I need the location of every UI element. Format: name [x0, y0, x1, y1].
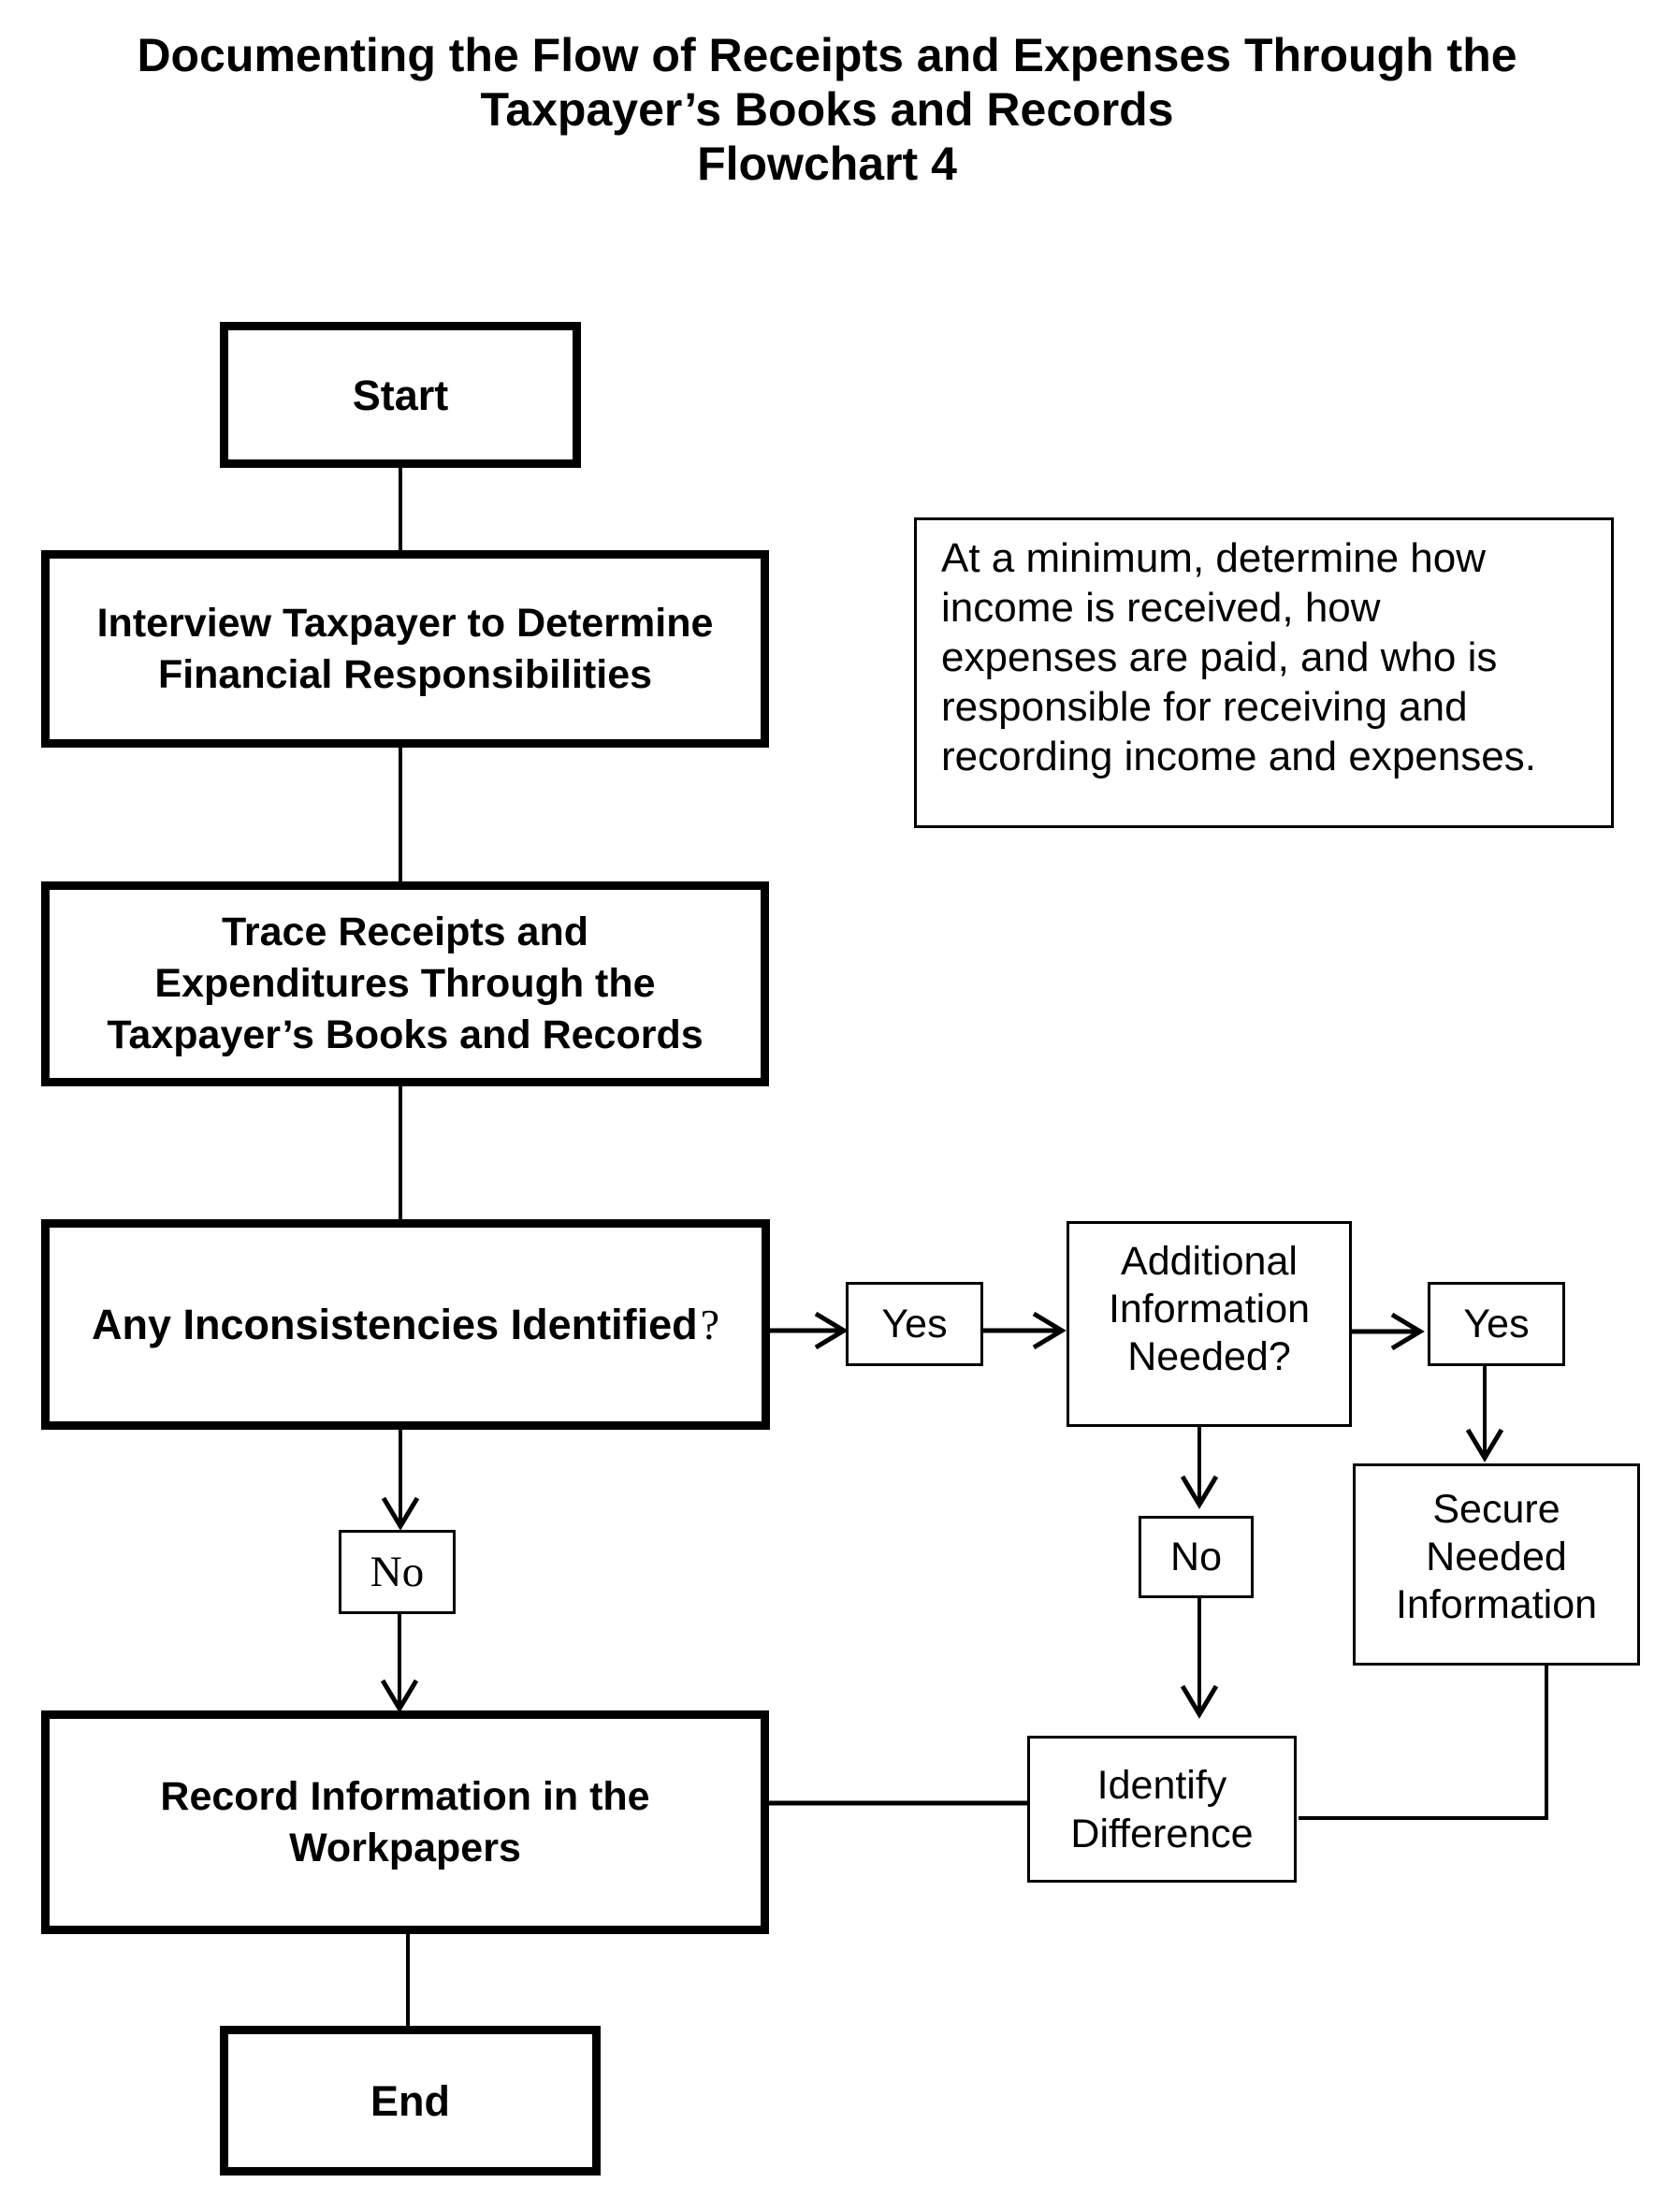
arrowhead-inconsistencies-no	[381, 1496, 420, 1531]
node-any-inconsistencies-question-mark: ?	[700, 1301, 720, 1348]
node-trace-receipts: Trace Receipts and Expenditures Through …	[41, 881, 769, 1086]
node-identify-difference-label: Identify Difference	[1070, 1762, 1254, 1856]
node-trace-receipts-label: Trace Receipts and Expenditures Through …	[107, 910, 704, 1057]
arrowhead-yes-additional	[1032, 1311, 1067, 1350]
node-any-inconsistencies-label: Any Inconsistencies Identified	[91, 1301, 698, 1348]
node-identify-difference: Identify Difference	[1027, 1736, 1297, 1883]
label-yes-inconsistencies: Yes	[846, 1282, 983, 1366]
label-yes-additional: Yes	[1428, 1282, 1565, 1366]
node-end-label: End	[370, 2076, 450, 2125]
page-title: Documenting the Flow of Receipts and Exp…	[137, 29, 1517, 190]
node-additional-information-needed-label: Additional Information Needed?	[1108, 1238, 1311, 1379]
node-interview-taxpayer: Interview Taxpayer to Determine Financia…	[41, 550, 769, 748]
node-secure-needed-information-label: Secure Needed Information	[1395, 1486, 1598, 1627]
label-yes-additional-text: Yes	[1463, 1301, 1530, 1346]
label-no-inconsistencies: No	[339, 1530, 456, 1614]
node-record-information: Record Information in the Workpapers	[41, 1710, 769, 1934]
connector-secure-identify	[1299, 1666, 1548, 1820]
note-minimum-determination: At a minimum, determine how income is re…	[914, 517, 1614, 828]
label-no-inconsistencies-text: No	[370, 1547, 425, 1596]
node-end: End	[220, 2026, 601, 2176]
label-yes-inconsistencies-text: Yes	[881, 1301, 948, 1346]
note-minimum-determination-text: At a minimum, determine how income is re…	[941, 535, 1536, 779]
node-start: Start	[220, 322, 581, 468]
arrowhead-additional-yes	[1390, 1312, 1425, 1351]
arrowhead-yes-secure	[1465, 1428, 1504, 1463]
label-no-additional-text: No	[1170, 1534, 1222, 1579]
node-secure-needed-information: Secure Needed Information	[1353, 1463, 1640, 1666]
arrowhead-inconsistencies-yes	[814, 1311, 849, 1350]
arrowhead-additional-no	[1180, 1475, 1219, 1509]
label-no-additional: No	[1139, 1516, 1254, 1598]
node-start-label: Start	[352, 371, 449, 419]
arrowhead-no-identify	[1180, 1684, 1219, 1719]
node-record-information-label: Record Information in the Workpapers	[160, 1773, 650, 1870]
node-additional-information-needed: Additional Information Needed?	[1067, 1221, 1352, 1427]
node-interview-taxpayer-label: Interview Taxpayer to Determine Financia…	[96, 600, 714, 697]
node-any-inconsistencies: Any Inconsistencies Identified?	[41, 1219, 770, 1430]
arrowhead-no-record	[380, 1679, 419, 1713]
